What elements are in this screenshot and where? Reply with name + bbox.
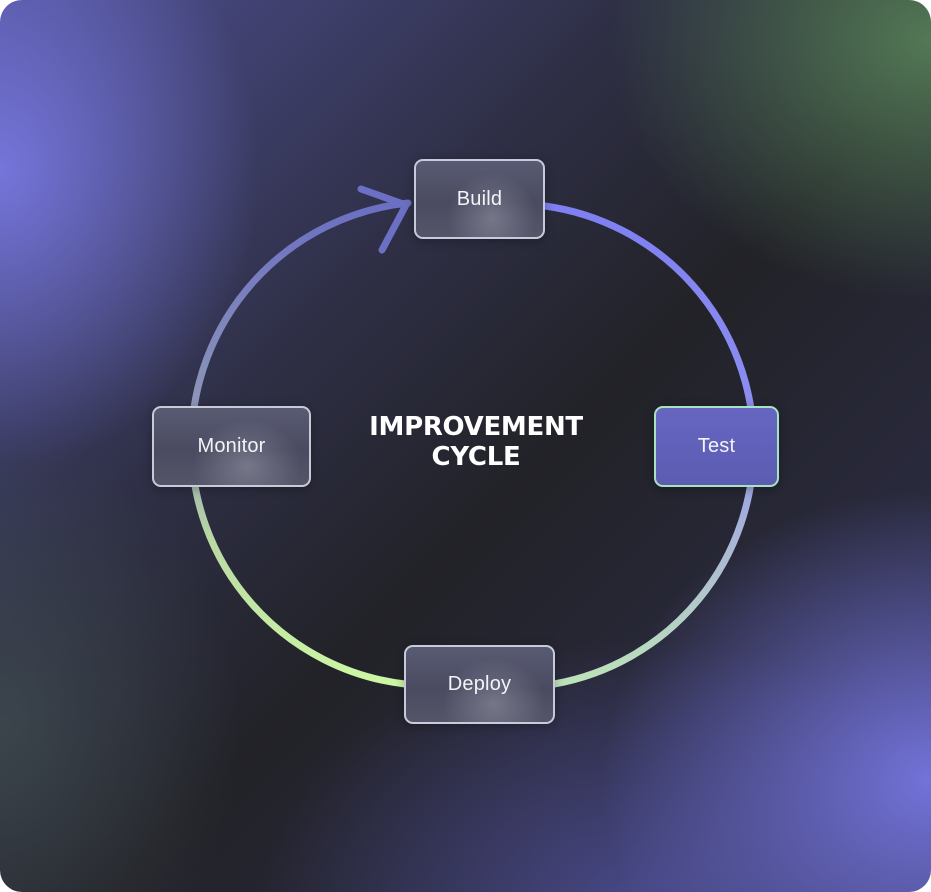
diagram-title: IMPROVEMENT CYCLE [326, 412, 626, 472]
diagram-title-line-1: IMPROVEMENT [369, 412, 583, 442]
diagram-title-line-2: CYCLE [431, 442, 521, 472]
arrowhead-icon [357, 185, 410, 254]
node-monitor-label: Monitor [197, 435, 266, 457]
node-test-label: Test [697, 435, 736, 457]
node-build-label: Build [456, 187, 503, 210]
node-monitor: Monitor [152, 406, 311, 487]
node-deploy: Deploy [404, 645, 555, 724]
node-deploy-label: Deploy [447, 673, 512, 695]
node-build: Build [414, 159, 545, 239]
node-test: Test [654, 406, 779, 487]
